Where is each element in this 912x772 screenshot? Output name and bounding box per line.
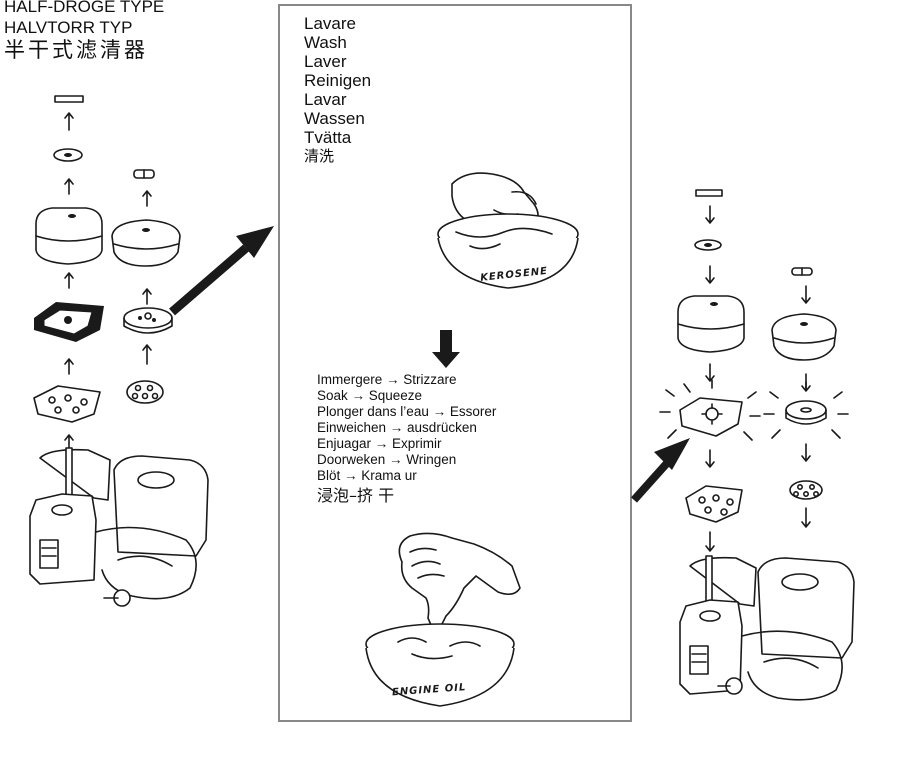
right-round-paper-icon	[790, 481, 822, 499]
clean-foam-element-icon	[660, 380, 760, 440]
right-paper-element-icon	[686, 486, 742, 522]
engine-right-icon	[680, 556, 854, 700]
right-bolt-icon	[792, 268, 812, 275]
clean-round-foam-icon	[764, 382, 848, 438]
right-round-cover-icon	[772, 314, 836, 360]
right-wing-nut-icon	[696, 190, 722, 196]
right-cover-icon	[678, 296, 744, 352]
right-washer-icon	[695, 240, 721, 250]
